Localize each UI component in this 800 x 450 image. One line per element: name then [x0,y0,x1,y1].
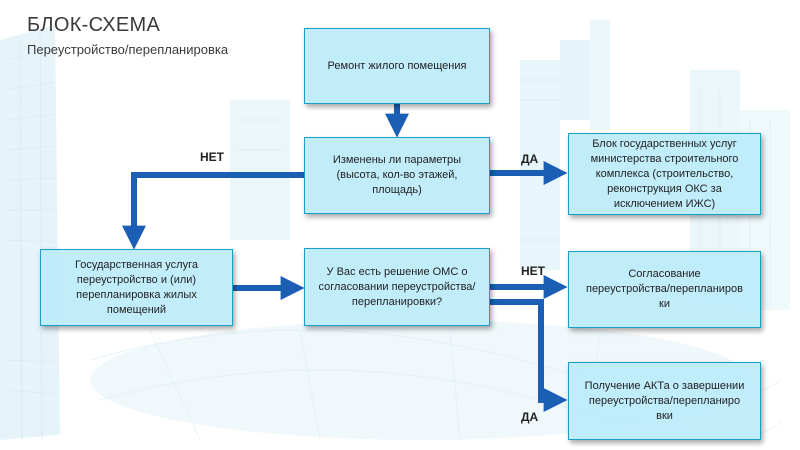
edge-label-yes: ДА [521,152,539,166]
node-oms-decision-line: перепланировки? [351,295,443,308]
node-ministry-block-line: Блок государственных услуг [592,137,737,150]
node-gov-service-line: перепланировка жилых [76,288,197,301]
node-oms-decision-line: согласовании переустройства/ [318,280,476,293]
node-approval: Согласование переустройства/перепланиров… [568,251,761,328]
edge-label-yes: ДА [521,410,539,424]
node-ministry-block: Блок государственных услуг министерства … [568,133,761,215]
page-title: БЛОК-СХЕМА [27,14,161,36]
node-act-line: Получение АКТа о завершении [584,379,745,392]
node-params-changed-line: площадь) [372,184,422,196]
node-approval-line: переустройства/перепланиров [585,283,743,295]
node-repair: Ремонт жилого помещения [304,28,490,104]
node-oms-decision: У Вас есть решение ОМС о согласовании пе… [304,248,490,326]
edge-label-no: НЕТ [521,264,545,278]
node-ministry-block-line: исключением ИЖС) [613,197,716,210]
node-repair-line: Ремонт жилого помещения [327,59,467,72]
node-approval-line: ки [659,298,670,310]
node-approval-line: Согласование [628,268,701,280]
node-act-line: переустройства/перепланиро [588,394,741,407]
node-params-changed-line: Изменены ли параметры [332,154,462,166]
node-ministry-block-line: министерства строительного [590,152,739,165]
edge-label-no: НЕТ [200,150,224,164]
node-gov-service-line: переустройство и (или) [76,273,197,286]
node-gov-service-line: помещений [106,303,167,316]
node-oms-decision-line: У Вас есть решение ОМС о [326,265,468,278]
node-params-changed: Изменены ли параметры (высота, кол-во эт… [304,137,490,214]
node-ministry-block-line: комплекса (строительство, [595,167,734,180]
node-params-changed-line: (высота, кол-во этажей, [336,169,458,181]
node-gov-service-line: Государственная услуга [75,258,198,271]
node-gov-service: Государственная услуга переустройство и … [40,249,233,326]
node-ministry-block-line: реконструкция ОКС за [607,182,722,195]
node-act-line: вки [656,409,673,422]
page-subtitle: Переустройство/перепланировка [27,42,229,57]
node-act: Получение АКТа о завершении переустройст… [568,362,761,440]
